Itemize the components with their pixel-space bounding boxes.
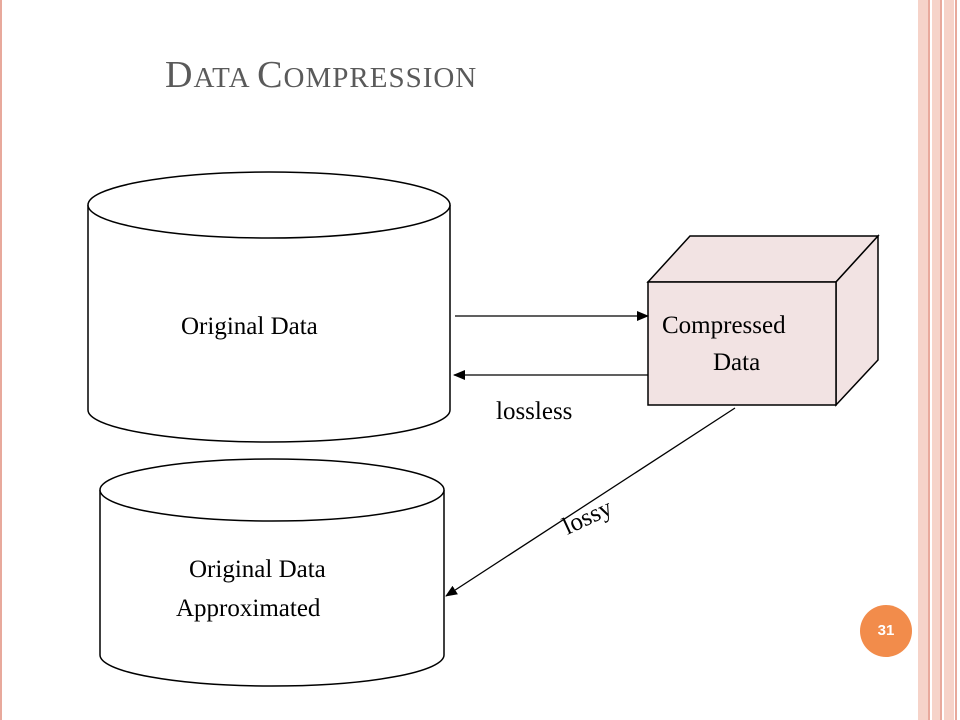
slide-frame-right xyxy=(918,0,960,720)
approximated-data-cylinder xyxy=(99,458,445,687)
lossless-label: lossless xyxy=(496,398,573,425)
lossy-arrow xyxy=(445,407,736,597)
slide-title: DATA COMPRESSION xyxy=(165,54,478,96)
approximated-data-label-line2: Approximated xyxy=(176,595,321,622)
approximated-data-label-line1: Original Data xyxy=(189,556,326,583)
original-data-cylinder xyxy=(87,171,451,443)
compressed-data-label-line2: Data xyxy=(713,349,761,376)
compressed-data-label-line1: Compressed xyxy=(662,312,786,339)
slide-frame-left xyxy=(0,0,2,720)
original-data-label: Original Data xyxy=(181,313,318,340)
page-number-badge: 31 xyxy=(860,605,912,657)
compressed-data-cube xyxy=(646,234,880,407)
